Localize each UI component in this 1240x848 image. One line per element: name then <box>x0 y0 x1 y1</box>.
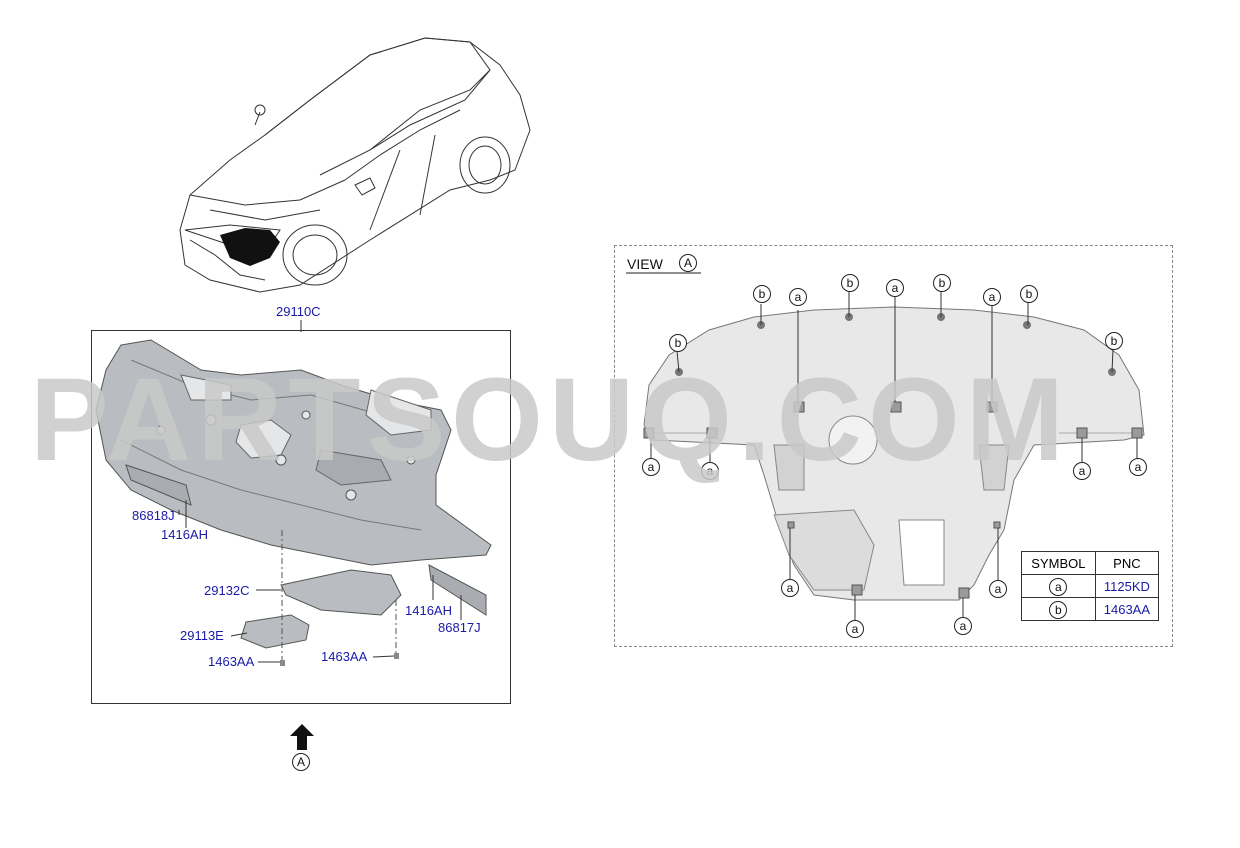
callout-a-7: a <box>1129 458 1147 476</box>
view-marker-A: A <box>292 753 310 771</box>
exploded-view-frame <box>91 330 511 704</box>
part-label-86817J: 86817J <box>438 620 481 635</box>
part-label-1463AA-left: 1463AA <box>208 654 255 669</box>
callout-a-5: a <box>701 462 719 480</box>
callout-a-10: a <box>954 617 972 635</box>
symbol-pnc-table: SYMBOL PNC a 1125KD b 1463AA <box>1021 551 1160 621</box>
table-symbol-b: b <box>1049 601 1068 619</box>
table-row: b 1463AA <box>1021 597 1160 621</box>
view-title-marker: A <box>679 254 697 272</box>
callout-b-4: b <box>1020 285 1038 303</box>
view-direction-arrow-icon <box>290 724 314 750</box>
callout-a-1: a <box>789 288 807 306</box>
callout-b-5: b <box>669 334 687 352</box>
table-pnc-b: 1463AA <box>1094 597 1160 621</box>
table-pnc-a: 1125KD <box>1094 574 1160 598</box>
table-header-symbol: SYMBOL <box>1021 551 1096 575</box>
table-symbol-a: a <box>1049 578 1068 596</box>
callout-a-9: a <box>846 620 864 638</box>
callout-a-4: a <box>642 458 660 476</box>
car-illustration <box>179 37 531 293</box>
callout-b-6: b <box>1105 332 1123 350</box>
table-row: a 1125KD <box>1021 574 1160 598</box>
undercover-bottom-view-drawing <box>643 291 1145 621</box>
assembly-part-number: 29110C <box>276 304 321 319</box>
callout-b-3: b <box>933 274 951 292</box>
view-title-underline <box>626 272 701 274</box>
callout-a-11: a <box>989 580 1007 598</box>
callout-b-2: b <box>841 274 859 292</box>
undercover-panel-drawing <box>95 339 492 666</box>
part-label-29132C: 29132C <box>204 583 250 598</box>
view-a-frame <box>614 245 1173 647</box>
callout-a-6: a <box>1073 462 1091 480</box>
view-title: VIEW <box>627 256 663 272</box>
part-label-29113E: 29113E <box>180 628 224 643</box>
callout-b-1: b <box>753 285 771 303</box>
callout-a-8: a <box>781 579 799 597</box>
callout-a-2: a <box>886 279 904 297</box>
part-label-1416AH-left: 1416AH <box>161 527 208 542</box>
part-label-86818J: 86818J <box>132 508 175 523</box>
watermark: PARTSOUQ.COM <box>30 354 1071 486</box>
part-label-1463AA-right: 1463AA <box>321 649 368 664</box>
part-label-1416AH-right: 1416AH <box>405 603 452 618</box>
table-header-pnc: PNC <box>1094 551 1160 575</box>
callout-a-3: a <box>983 288 1001 306</box>
